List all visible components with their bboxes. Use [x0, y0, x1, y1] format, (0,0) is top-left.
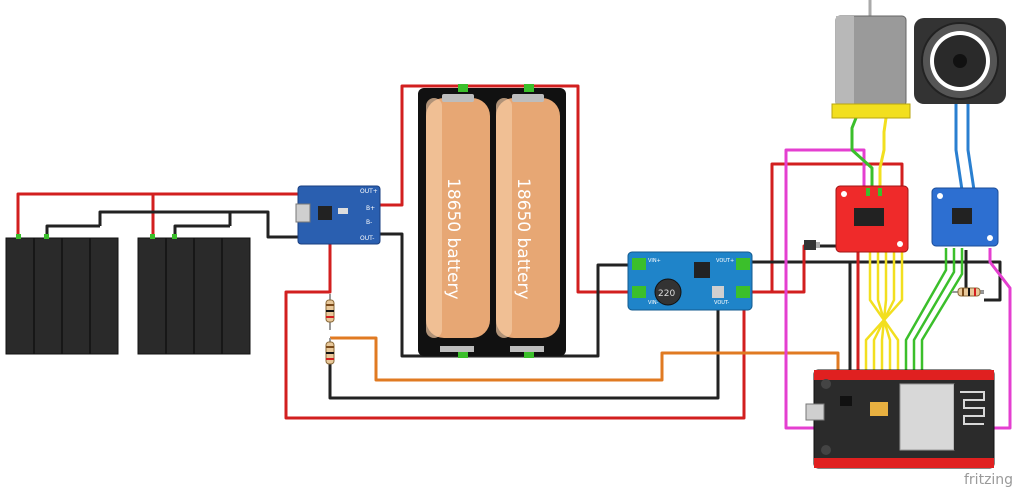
wire-orange [330, 336, 840, 382]
battery-holder: 18650 battery 18650 battery [418, 84, 566, 358]
battery-cell-2: 18650 battery [496, 94, 560, 338]
boost-converter: 220 VIN+ VIN- VOUT+ VOUT- [627, 251, 753, 311]
wire-black-ground-2 [760, 260, 1002, 302]
resistor-1 [325, 294, 335, 330]
solar-panel-left [5, 234, 119, 355]
wire-green-bundle [904, 248, 964, 372]
dc-motor [831, 0, 911, 119]
resistor-2 [325, 338, 335, 365]
wire-speaker-blue-2 [966, 104, 976, 191]
esp32-board [805, 369, 995, 469]
wire-solar-black-2 [230, 210, 300, 239]
wire-motor-yellow [878, 117, 888, 190]
wire-solar-red [16, 192, 155, 226]
diode [804, 240, 820, 250]
audio-amp [931, 187, 999, 247]
charger-bplus-label: B+ [366, 205, 375, 212]
wire-speaker-blue-1 [954, 104, 964, 191]
charger-module: OUT+ B+ B- OUT- [295, 185, 381, 245]
speaker [914, 18, 1006, 104]
battery-label-2: 18650 battery [513, 178, 533, 300]
wire-solar-black [98, 210, 232, 226]
boost-vout-minus-label: VOUT- [714, 300, 730, 306]
wire-amp-res [964, 250, 984, 294]
motor-driver [835, 185, 909, 253]
battery-label-1: 18650 battery [443, 178, 463, 300]
charger-out-minus-label: OUT- [360, 235, 374, 242]
boost-vin-plus-label: VIN+ [648, 258, 661, 264]
resistor-3 [952, 287, 984, 297]
fritzing-watermark: fritzing [964, 472, 1013, 488]
boost-vout-plus-label: VOUT+ [716, 258, 734, 264]
charger-out-plus-label: OUT+ [360, 188, 378, 195]
wire-red-loop [284, 162, 904, 420]
wire-yellow-bundle [864, 252, 904, 372]
battery-cell-1: 18650 battery [426, 94, 490, 338]
wire-charger-bplus [378, 84, 632, 294]
solar-panel-right [137, 234, 251, 355]
charger-bminus-label: B- [366, 219, 372, 226]
boost-inductor-label: 220 [658, 289, 675, 299]
wire-motor-green [850, 117, 874, 190]
boost-vin-minus-label: VIN- [648, 300, 659, 306]
